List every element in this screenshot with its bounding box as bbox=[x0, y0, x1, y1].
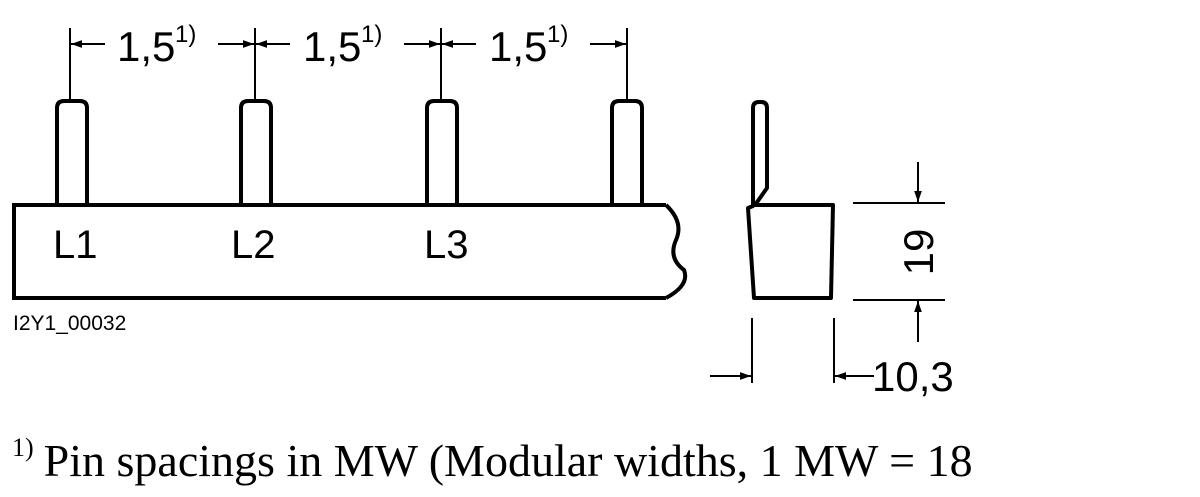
phase-label-l1: L1 bbox=[53, 223, 98, 267]
busbar-body bbox=[12, 203, 688, 300]
footnote-marker: 1) bbox=[12, 433, 34, 462]
width-dimension-label: 10,3 bbox=[872, 353, 954, 400]
svg-text:1,5: 1,5 bbox=[303, 23, 361, 70]
phase-label-l2: L2 bbox=[231, 223, 276, 267]
pin-spacing-extension-lines bbox=[69, 28, 628, 101]
svg-text:1,5: 1,5 bbox=[489, 23, 547, 70]
pin-spacing-dim-2: 1,5 1) bbox=[303, 21, 382, 70]
pin-4 bbox=[610, 99, 644, 205]
break-line bbox=[664, 203, 688, 300]
svg-text:1): 1) bbox=[361, 21, 382, 48]
height-dimension-label: 19 bbox=[895, 229, 942, 276]
phase-label-l3: L3 bbox=[424, 223, 469, 267]
side-view-profile bbox=[746, 100, 835, 300]
svg-text:1): 1) bbox=[175, 21, 196, 48]
height-dimension bbox=[853, 162, 945, 342]
footnote-text: Pin spacings in MW (Modular widths, 1 MW… bbox=[43, 435, 973, 486]
pin-spacing-dim-1: 1,5 1) bbox=[117, 21, 196, 70]
svg-text:1): 1) bbox=[547, 21, 568, 48]
pin-3 bbox=[425, 99, 459, 205]
pin-spacing-footnote: 1) Pin spacings in MW (Modular widths, 1 … bbox=[12, 418, 973, 491]
svg-text:1,5: 1,5 bbox=[117, 23, 175, 70]
width-dimension bbox=[710, 318, 874, 383]
pin-2 bbox=[239, 99, 273, 205]
drawing-id: I2Y1_00032 bbox=[13, 312, 126, 335]
pins bbox=[55, 99, 644, 205]
pin-spacing-dim-3: 1,5 1) bbox=[489, 21, 568, 70]
pin-1 bbox=[55, 99, 89, 205]
